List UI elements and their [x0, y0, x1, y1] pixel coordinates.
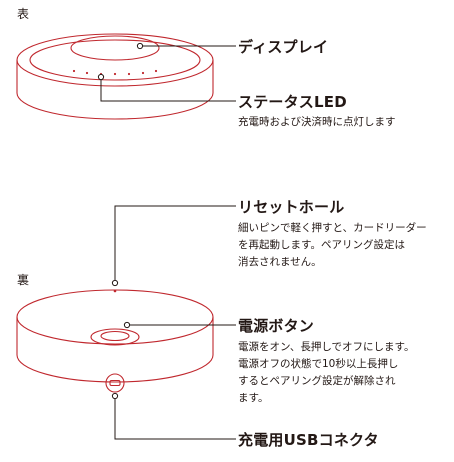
- reset-hole-description-line: 消去されません。: [238, 256, 322, 268]
- front-side-label: 表: [17, 7, 30, 21]
- power-button-description: 電源をオン、長押しでオフにします。 電源オフの状態で10秒以上長押し するとペア…: [238, 339, 450, 407]
- power-button-description-line: するとペアリング設定が解除され: [238, 375, 396, 387]
- status-led: [141, 71, 145, 75]
- back-device-top: [16, 289, 214, 345]
- status-led: [72, 69, 76, 73]
- status-led-title: ステータスLED: [238, 93, 347, 111]
- power-button-outer: [90, 328, 140, 346]
- power-button-description-line: 電源オフの状態で10秒以上長押し: [238, 358, 399, 370]
- usb-connector-port: [105, 373, 125, 393]
- display-leader-dot: [136, 42, 144, 50]
- status-led: [154, 69, 158, 73]
- power-button-description-line: ます。: [238, 392, 269, 404]
- status-led: [85, 71, 89, 75]
- back-side-label: 裏: [17, 273, 30, 287]
- reset-hole-title: リセットホール: [238, 198, 345, 216]
- reset-hole-leader: [114, 205, 236, 286]
- front-device-body: [16, 60, 214, 120]
- reset-hole-description: 細いピンで軽く押すと、カードリーダー を再起動します。ペアリング設定は 消去され…: [238, 220, 450, 271]
- status-led: [113, 72, 117, 76]
- leader-lines: [97, 42, 236, 440]
- front-device-rim: [29, 39, 201, 81]
- reset-hole-leader-dot: [111, 279, 119, 287]
- usb-connector-title: 充電用USBコネクタ: [238, 431, 379, 449]
- status-led-leader-dot: [97, 73, 105, 81]
- usb-connector-leader-dot: [111, 392, 119, 400]
- reset-hole: [113, 289, 117, 293]
- usb-connector-leader: [114, 399, 236, 440]
- front-device-top: [16, 33, 214, 87]
- back-device: [16, 289, 214, 393]
- reset-hole-description-line: を再起動します。ペアリング設定は: [238, 239, 405, 251]
- front-device: [16, 33, 214, 120]
- power-button-description-line: 電源をオン、長押しでオフにします。: [238, 341, 415, 353]
- power-button-inner: [100, 330, 130, 342]
- power-button-leader-dot: [123, 321, 131, 329]
- display-window: [70, 35, 160, 61]
- display-title: ディスプレイ: [238, 38, 329, 56]
- status-led-leader: [100, 74, 236, 102]
- back-device-body: [16, 317, 214, 383]
- usb-connector-slot: [109, 379, 121, 387]
- status-led: [127, 72, 131, 76]
- reset-hole-description-line: 細いピンで軽く押すと、カードリーダー: [238, 222, 427, 234]
- status-led-dots: [72, 69, 158, 76]
- power-button-title: 電源ボタン: [238, 317, 315, 335]
- status-led-description: 充電時および決済時に点灯します: [238, 116, 396, 128]
